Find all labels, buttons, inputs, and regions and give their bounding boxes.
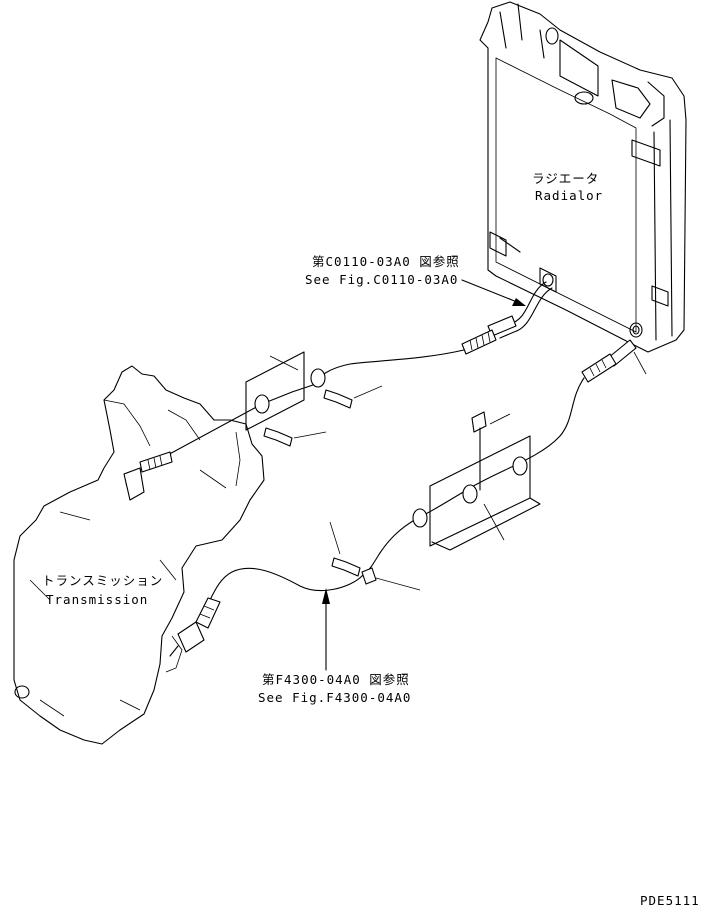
bolt-vertical xyxy=(471,411,511,491)
ref-upper-en: See Fig.C0110-03A0 xyxy=(305,272,458,287)
transmission-upper-fitting xyxy=(123,451,173,501)
ref-lower-jp: 第F4300-04A0 図参照 xyxy=(262,672,410,687)
bolt-upper-1 xyxy=(323,385,383,409)
radiator-label-en: Radialor xyxy=(535,188,603,203)
clamp-lower-2 xyxy=(462,484,478,504)
lower-hose xyxy=(207,339,637,605)
clamp-lower-3 xyxy=(412,508,428,528)
clamp-upper-2 xyxy=(254,394,270,414)
bolt-lower xyxy=(329,521,361,577)
ref-upper-arrow xyxy=(461,279,526,306)
ref-lower-arrow xyxy=(322,588,330,671)
radiator-label-jp: ラジエータ xyxy=(532,171,599,186)
ref-lower-en: See Fig.F4300-04A0 xyxy=(258,690,411,705)
upper-hose xyxy=(139,281,553,471)
drawing-code: PDE5111 xyxy=(640,893,700,908)
transmission-label-en: Transmission xyxy=(46,592,148,607)
transmission-label-jp: トランスミッション xyxy=(42,573,163,588)
transmission-lower-fitting xyxy=(169,597,221,657)
hose-clip xyxy=(361,567,377,585)
transmission xyxy=(13,365,265,745)
radiator xyxy=(479,1,687,353)
ref-upper-jp: 第C0110-03A0 図参照 xyxy=(312,254,460,269)
bolt-upper-2 xyxy=(263,427,327,447)
upper-bracket xyxy=(245,351,305,431)
clamp-lower-1 xyxy=(512,456,528,476)
clamp-upper-1 xyxy=(310,368,326,388)
